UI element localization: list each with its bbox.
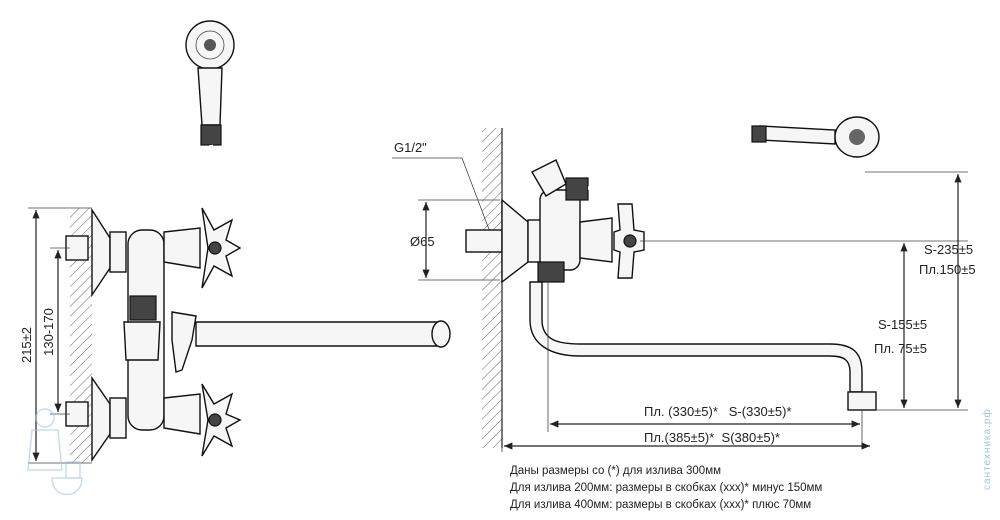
thread-label: G1/2" bbox=[394, 140, 427, 155]
side-wall-hatch bbox=[482, 128, 502, 448]
side-flange bbox=[501, 198, 529, 284]
side-mixer-body bbox=[539, 189, 581, 271]
dim-reach-long: Пл.(385±5)* S(380±5)* bbox=[644, 430, 780, 445]
side-view: G1/2" Ø65 bbox=[392, 116, 976, 452]
dim-s235: S-235±5 bbox=[924, 242, 973, 257]
note-line: Для излива 400мм: размеры в скобках (ххх… bbox=[510, 499, 811, 511]
note-line: Для излива 200мм: размеры в скобках (ххх… bbox=[510, 482, 822, 494]
side-shower-hose bbox=[587, 130, 761, 189]
front-wall-hatch bbox=[70, 208, 92, 463]
dim-pl75: Пл. 75±5 bbox=[874, 341, 927, 356]
notes: Даны размеры со (*) для излива 300мм Для… bbox=[510, 465, 822, 511]
dim-reach-short: Пл. (330±5)* S-(330±5)* bbox=[644, 404, 792, 419]
dim-s155: S-155±5 bbox=[878, 317, 927, 332]
note-line: Даны размеры со (*) для излива 300мм bbox=[510, 465, 721, 477]
front-diverter bbox=[123, 321, 161, 361]
dim-pl150: Пл.150±5 bbox=[919, 262, 976, 277]
diameter-label: Ø65 bbox=[410, 234, 435, 249]
front-view: 215±2 130-170 bbox=[19, 20, 451, 496]
watermark-text: сантехника.рф bbox=[981, 408, 993, 490]
dim-overall-height: 215±2 bbox=[19, 327, 34, 363]
side-spout bbox=[529, 281, 863, 393]
front-shower-handle bbox=[197, 67, 223, 126]
watermark-logo bbox=[27, 408, 83, 496]
front-spout bbox=[195, 321, 450, 347]
dim-inlet-range: 130-170 bbox=[41, 308, 56, 356]
thread-leader bbox=[392, 157, 491, 233]
